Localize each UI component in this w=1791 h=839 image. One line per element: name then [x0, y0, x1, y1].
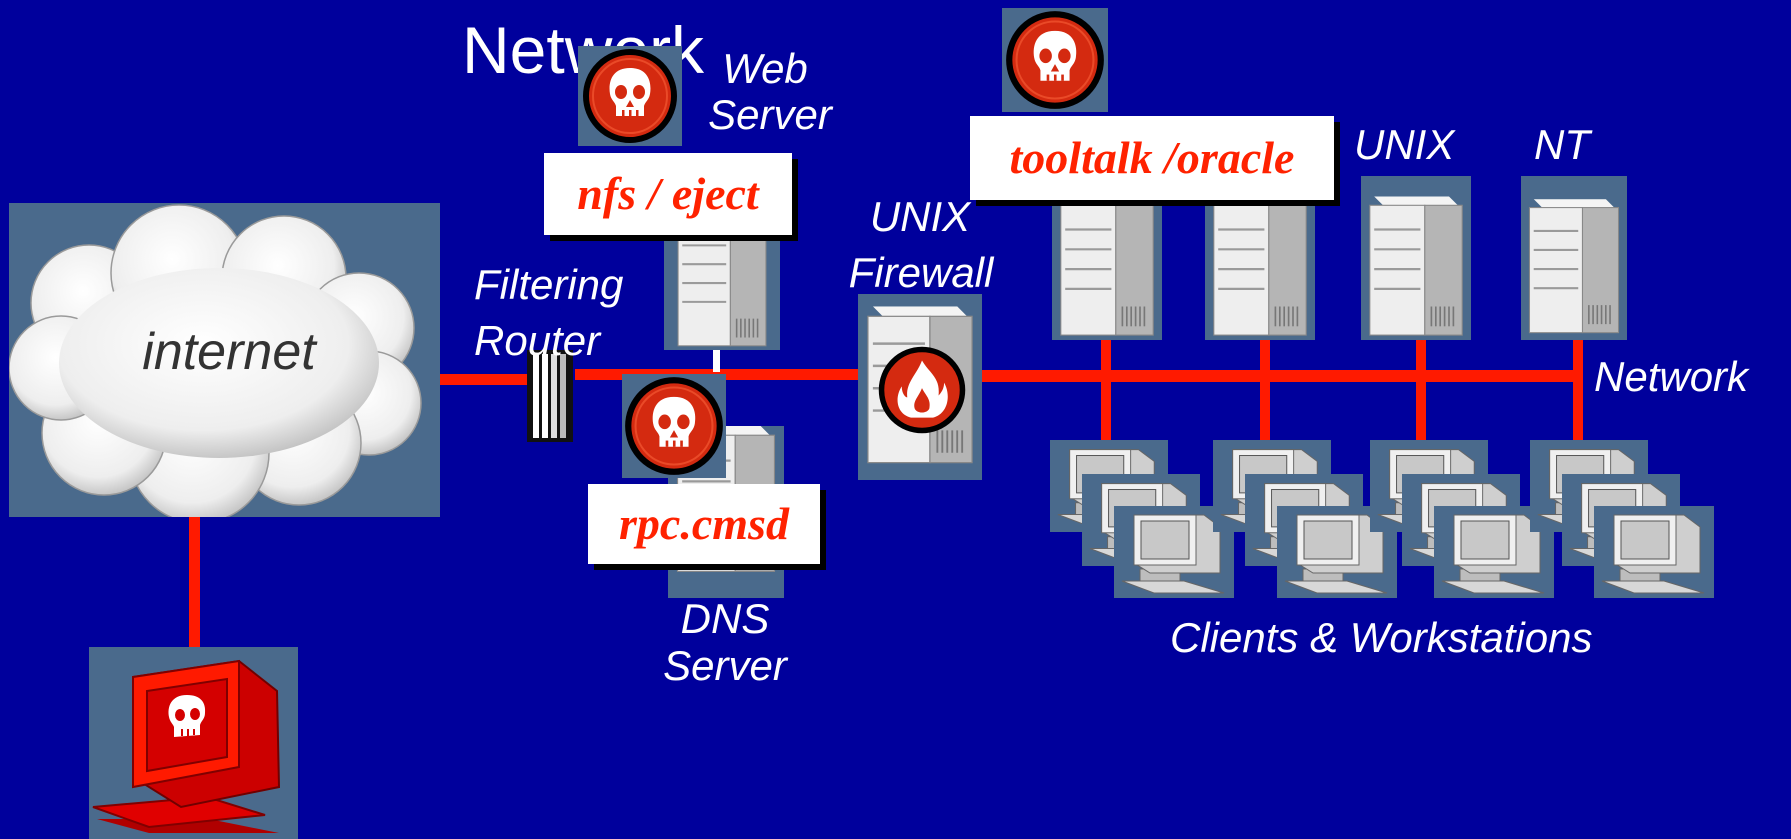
drop-line-2 — [1260, 328, 1270, 443]
firewall-icon — [878, 346, 966, 434]
skull-icon — [1002, 8, 1108, 112]
attacker-panel — [89, 647, 298, 839]
workstation-group-4 — [1530, 440, 1714, 598]
dns-exploit-tag: rpc.cmsd — [588, 484, 820, 564]
web-server-drop — [713, 348, 720, 372]
server-icon — [1205, 186, 1315, 350]
internet-link — [418, 374, 528, 385]
internet-label: internet — [142, 323, 316, 381]
filtering-router-label-line1: Filtering — [474, 261, 624, 308]
unix-server-panel — [1361, 176, 1471, 340]
drop-line-1 — [1101, 328, 1111, 443]
web-skull-panel — [578, 46, 682, 146]
clients-label: Clients & Workstations — [1170, 614, 1593, 661]
drop-line-3 — [1416, 328, 1426, 443]
router-icon — [523, 346, 578, 446]
cloud-icon — [9, 204, 422, 517]
workstation-group-2 — [1213, 440, 1397, 598]
server-icon — [1052, 186, 1162, 350]
web-server-panel — [664, 214, 780, 350]
skull-icon — [578, 46, 682, 146]
attacker-computer-icon — [92, 659, 281, 833]
unix-firewall-label-line1: UNIX — [869, 193, 971, 240]
servers-exploit-tag: tooltalk /oracle — [970, 116, 1334, 200]
network-label: Network — [1594, 353, 1749, 400]
server-icon — [1521, 186, 1627, 350]
firewall-panel — [858, 294, 982, 480]
nt-label: NT — [1534, 121, 1590, 168]
server-icon — [1361, 186, 1471, 350]
dns-skull-panel — [622, 374, 726, 478]
web-server-label-line2: Server — [708, 91, 832, 138]
internal-server-1 — [1052, 176, 1162, 340]
workstation-group-1 — [1050, 440, 1234, 598]
web-exploit-tag: nfs / eject — [544, 153, 792, 235]
attacker-link — [189, 516, 200, 656]
workstation-icon — [1594, 506, 1714, 598]
drop-line-4 — [1573, 326, 1583, 443]
skull-icon — [622, 374, 726, 478]
dns-server-label-line1: DNS — [680, 595, 770, 642]
dns-server-label-line2: Server — [663, 642, 787, 689]
workstation-group-3 — [1370, 440, 1554, 598]
unix-label: UNIX — [1354, 121, 1455, 168]
nt-server-panel — [1521, 176, 1627, 340]
internal-server-2 — [1205, 176, 1315, 340]
internet-panel: internet — [9, 203, 440, 517]
servers-skull-panel — [1002, 8, 1108, 112]
unix-firewall-label-line2: Firewall — [848, 249, 994, 296]
web-server-label-line1: Web — [722, 45, 808, 92]
dmz-segment — [575, 369, 895, 380]
filtering-router-label-line2: Router — [474, 317, 601, 364]
internal-network-bus — [965, 370, 1583, 382]
